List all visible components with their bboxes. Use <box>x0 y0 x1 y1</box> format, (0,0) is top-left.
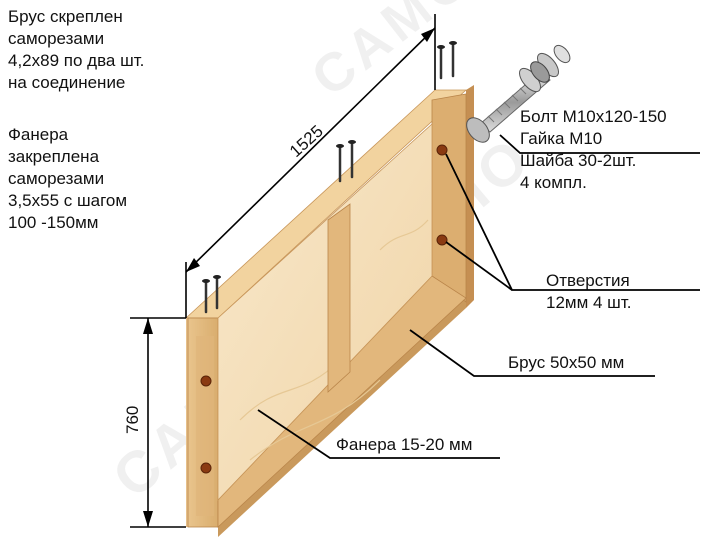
dim-length-arrow-right <box>421 28 435 42</box>
note-beam-screws-line-1: Брус скреплен <box>8 7 123 26</box>
note-plywood: Фанера 15-20 мм <box>336 435 473 454</box>
bolt-kit <box>466 44 571 143</box>
note-plywood-screws-line-3: саморезами <box>8 169 105 188</box>
beam-middle <box>327 203 351 393</box>
note-plywood-screws: Фанера закреплена саморезами 3,5х55 с ша… <box>8 124 127 234</box>
note-beam-screws-line-3: 4,2х89 по два шт. <box>8 51 145 70</box>
hole-3 <box>436 144 448 156</box>
frame-back-edge <box>466 85 474 308</box>
note-bolt-kit-line-3: Шайба 30-2шт. <box>520 151 637 170</box>
dim-height-label: 760 <box>123 406 142 434</box>
note-plywood-screws-line-4: 3,5х55 с шагом <box>8 191 128 210</box>
screw-heads <box>202 41 457 283</box>
hole-2 <box>200 462 212 474</box>
hole-4 <box>436 234 448 246</box>
note-bolt-kit-line-2: Гайка М10 <box>520 129 603 148</box>
dim-height-lines <box>130 317 186 528</box>
dim-height-arrow-bottom <box>143 511 153 527</box>
beam-right-post <box>431 93 467 303</box>
plywood-panel <box>217 123 433 501</box>
note-holes-line-1: Отверстия <box>546 271 630 290</box>
note-plywood-screws-line-2: закреплена <box>8 147 100 166</box>
note-holes: Отверстия 12мм 4 шт. <box>546 270 631 314</box>
note-beam: Брус 50х50 мм <box>508 353 625 372</box>
note-bolt-kit-line-4: 4 компл. <box>520 173 587 192</box>
note-beam-screws: Брус скреплен саморезами 4,2х89 по два ш… <box>8 6 144 94</box>
frame-bottom-edge <box>218 298 466 537</box>
note-bolt-kit: Болт М10х120-150 Гайка М10 Шайба 30-2шт.… <box>520 106 667 194</box>
note-holes-line-2: 12мм 4 шт. <box>546 293 632 312</box>
hole-1 <box>200 375 212 387</box>
leader-lines <box>257 134 700 459</box>
note-plywood-screws-line-5: 100 -150мм <box>8 213 99 232</box>
beam-left-post-inner <box>196 336 214 516</box>
note-plywood-screws-line-1: Фанера <box>8 125 69 144</box>
note-beam-screws-line-4: на соединение <box>8 73 126 92</box>
dim-height-arrow-top <box>143 318 153 334</box>
dim-length-lines <box>185 14 436 318</box>
note-beam-screws-line-2: саморезами <box>8 29 105 48</box>
screw-group-top <box>204 42 455 314</box>
note-bolt-kit-line-1: Болт М10х120-150 <box>520 107 667 126</box>
dim-length-arrow-left <box>186 258 200 272</box>
